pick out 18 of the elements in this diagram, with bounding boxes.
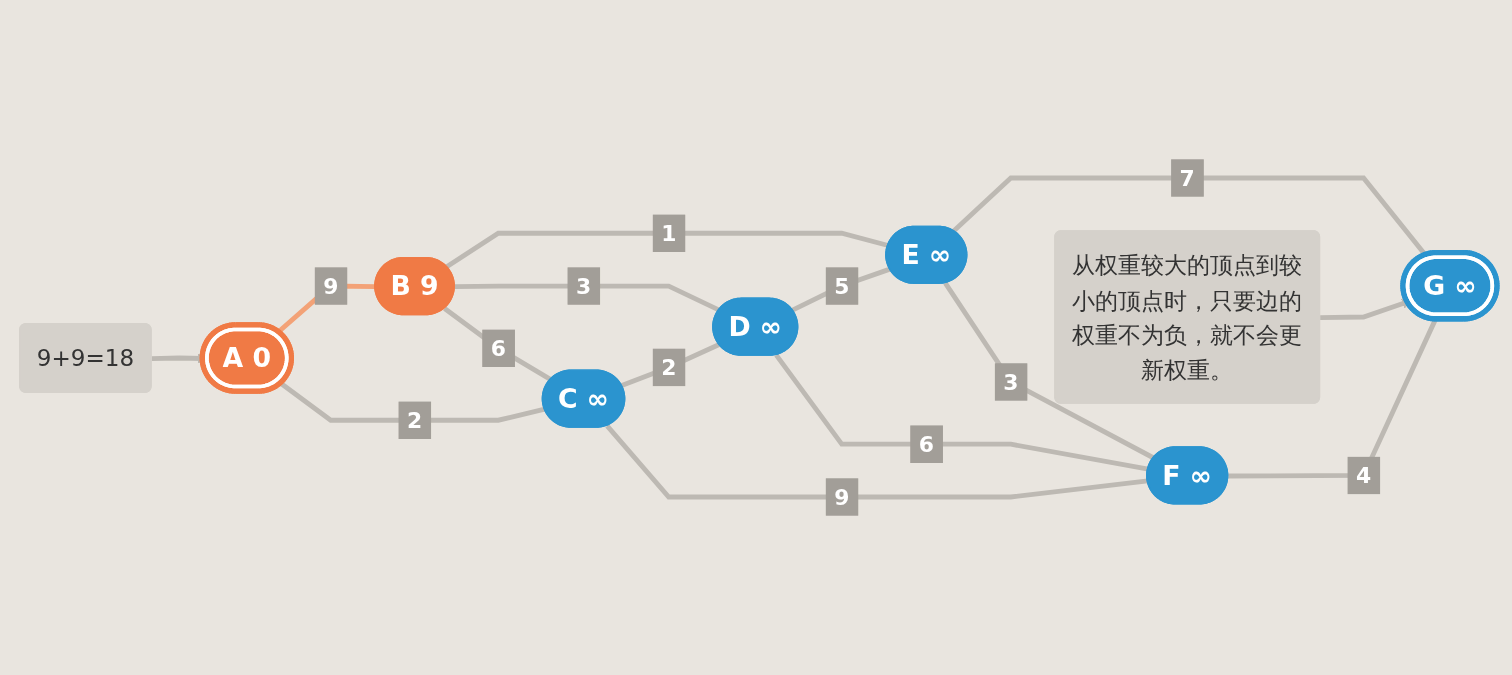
edge-label: 3 (575, 273, 592, 299)
edge-label: 4 (1355, 462, 1372, 489)
connector (605, 424, 1148, 500)
edge-label: 2 (661, 354, 677, 381)
edge-label: 6 (918, 431, 934, 457)
edge-label: 9 (834, 484, 850, 510)
edge-label: 3 (1003, 369, 1019, 395)
edge-label: 6 (490, 335, 506, 362)
edge-label: 7 (1179, 165, 1195, 191)
connector (454, 283, 721, 313)
connector (943, 281, 1155, 461)
connector (445, 230, 889, 269)
edge-label: 5 (834, 273, 850, 299)
connector (774, 353, 1149, 472)
edge-label: 9 (323, 273, 339, 299)
edge-label: 2 (406, 407, 423, 433)
connector (443, 306, 553, 382)
edge-label: 1 (661, 220, 677, 246)
